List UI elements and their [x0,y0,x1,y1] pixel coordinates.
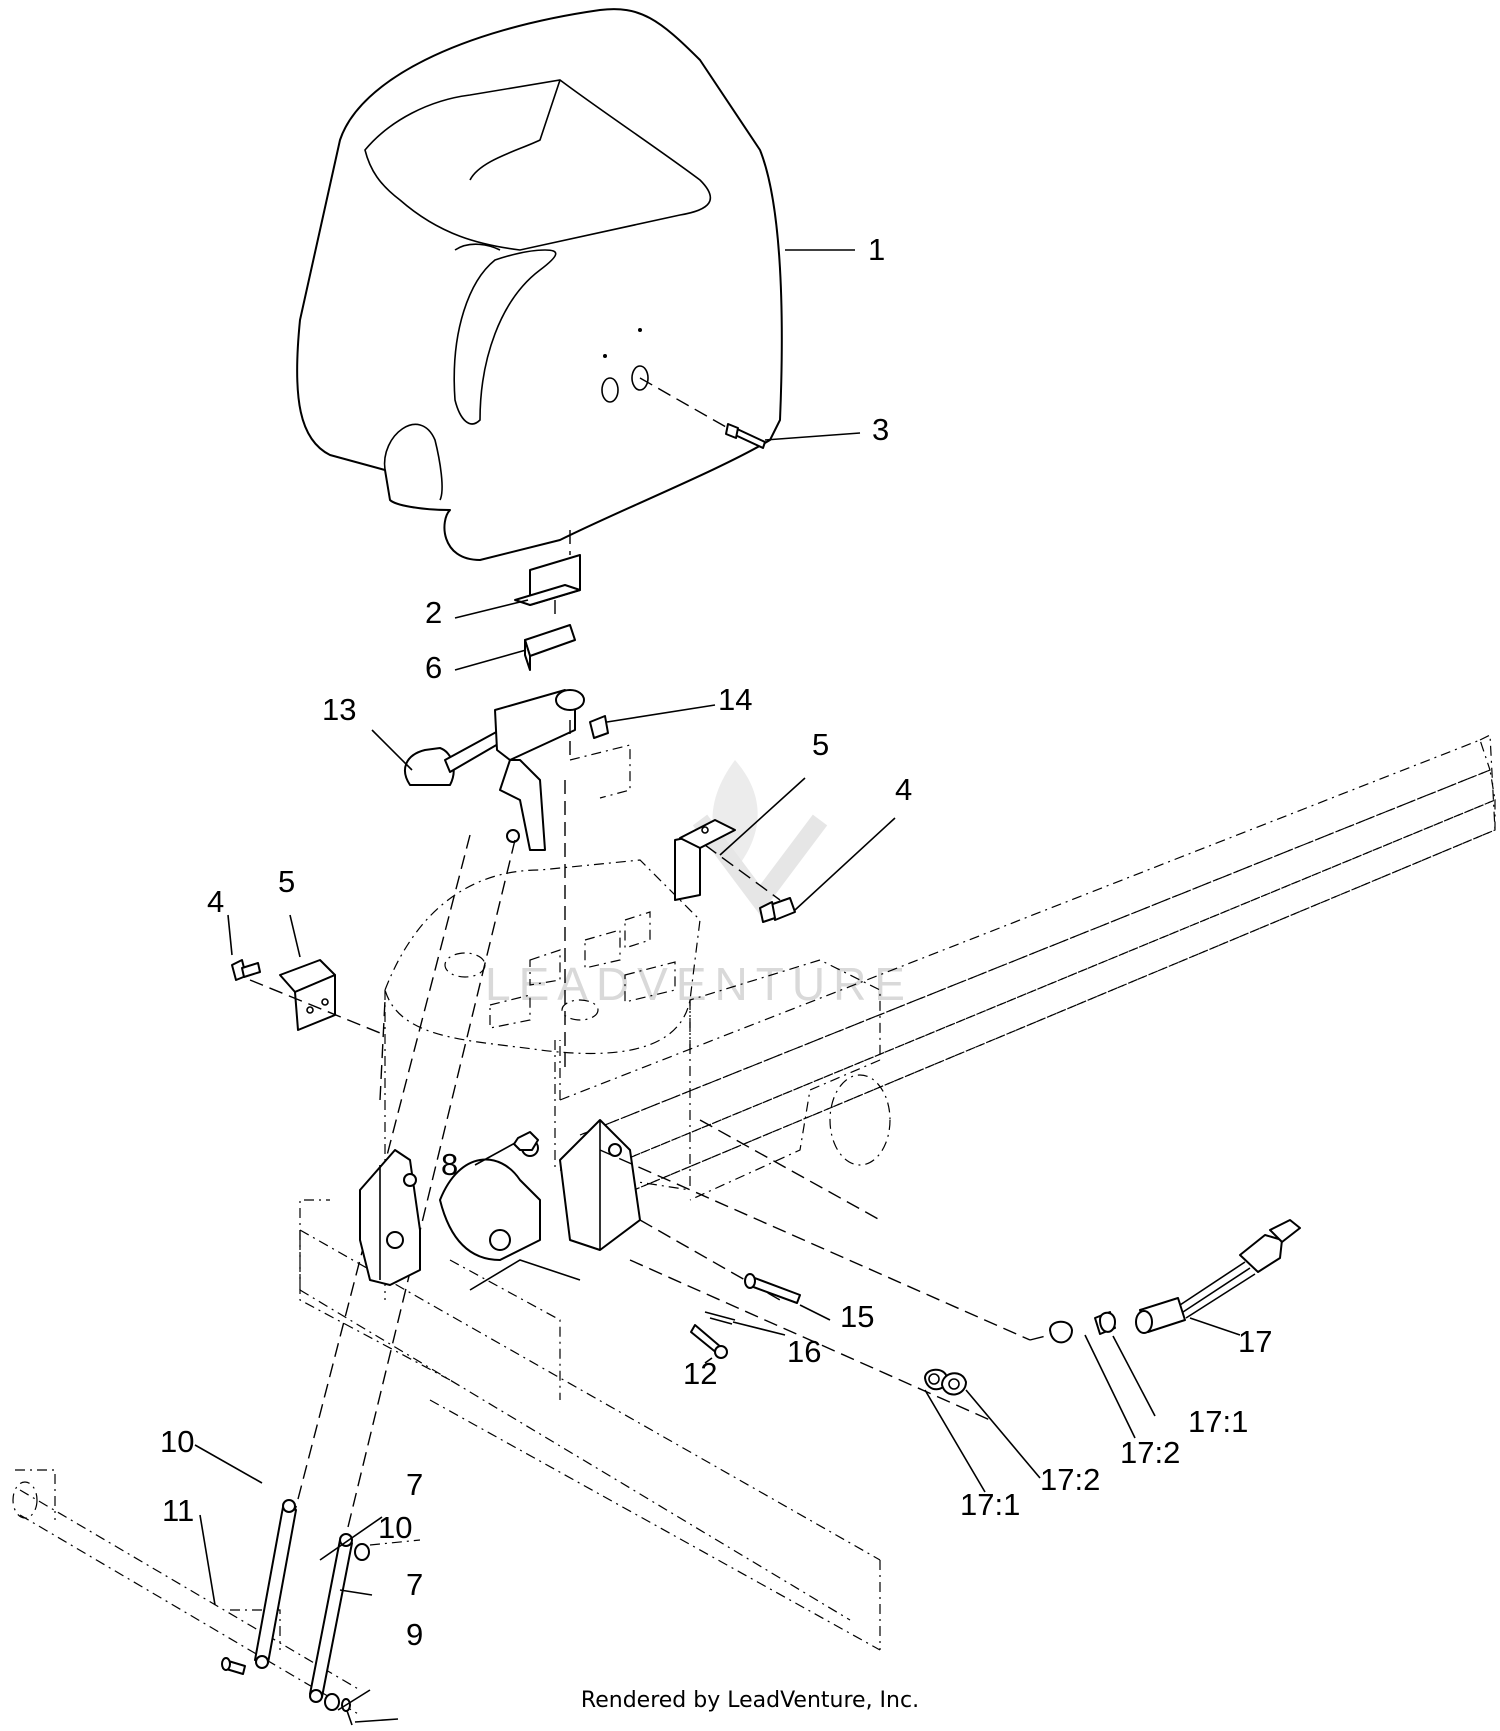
callout-1: 1 [868,232,885,267]
magnet-part-6 [524,600,576,671]
leader-lines [194,249,1241,1723]
control-rods [289,780,566,1561]
callout-14: 14 [718,682,752,717]
link-part-10-left [254,1499,297,1669]
callout-5-left: 5 [278,864,295,899]
callout-17-2-left: 17:2 [1040,1462,1100,1497]
pivot-bracket-center [439,1119,641,1291]
bracket-part-2 [514,530,581,606]
console-base [384,859,701,1300]
link-part-10-right [309,1533,353,1703]
callout-11: 11 [162,1493,194,1528]
pin-part-12 [690,1324,728,1359]
washers-part-17 [924,1368,967,1396]
callout-5-right: 5 [812,727,829,762]
pin-part-16 [704,1311,736,1325]
callout-13: 13 [322,692,356,727]
callout-12: 12 [683,1356,717,1391]
pin-part-14 [569,715,631,799]
nut-part-8 [513,1131,539,1151]
switch-guides [599,1119,1071,1421]
bolt-part-4-left [231,959,261,981]
screw-part-3 [639,377,766,449]
callout-15: 15 [840,1299,874,1334]
callout-4-right: 4 [895,772,912,807]
callout-10-right: 10 [378,1510,412,1545]
watermark-text: LEADVENTURE [485,958,913,1010]
callout-7-top: 7 [406,1467,423,1502]
bolt-part-4-right [759,897,796,923]
callout-10-left: 10 [160,1424,194,1459]
callouts: 1 2 3 4 4 5 5 6 7 7 8 9 10 10 11 12 13 1… [160,232,1272,1652]
callout-17-1-right: 17:1 [1188,1404,1248,1439]
watermark: LEADVENTURE [485,760,913,1010]
footer-credit: Rendered by LeadVenture, Inc. [580,1688,920,1713]
switch-part-17 [1049,1219,1301,1344]
console-cover [296,8,783,561]
callout-9: 9 [406,1617,423,1652]
callout-17: 17 [1238,1324,1272,1359]
lever-part-13 [404,689,585,851]
callout-7-bottom: 7 [406,1567,423,1602]
callout-17-2-right: 17:2 [1120,1435,1180,1470]
callout-2: 2 [425,595,442,630]
callout-16: 16 [787,1334,821,1369]
callout-17-1-left: 17:1 [960,1487,1020,1522]
washer-part-7-top [354,1539,421,1561]
washer-part-7-bottom [324,1693,340,1711]
frame-rails [12,734,1496,1716]
pin-part-11 [221,1657,246,1675]
callout-8: 8 [441,1147,458,1182]
pivot-bracket-left [359,1149,421,1286]
bolt-part-15 [744,1273,801,1304]
clip-part-9 [341,1698,353,1726]
bracket-part-5-left [249,959,386,1036]
callout-6: 6 [425,650,442,685]
callout-4-left: 4 [207,884,224,919]
bracket-part-5-right [674,819,781,901]
callout-3: 3 [872,412,889,447]
